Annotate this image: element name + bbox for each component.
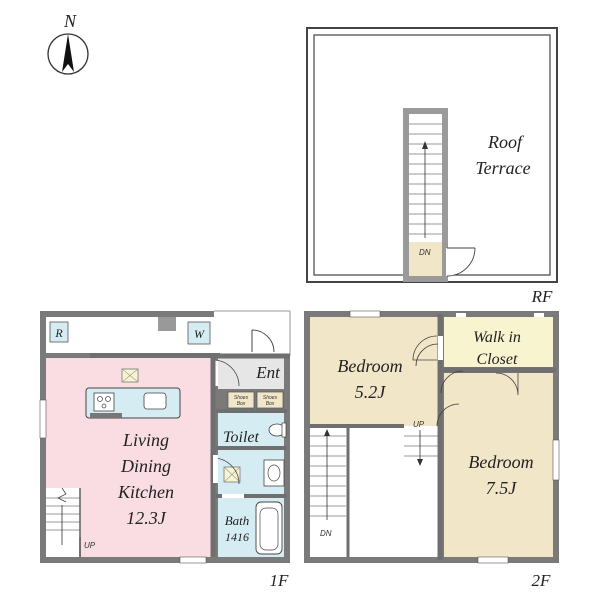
bathtub-icon [255, 501, 283, 555]
second-floor-stair-down: DN [320, 529, 332, 538]
range-hood [90, 413, 122, 418]
shoe-box-1-line1: Shoes [234, 395, 249, 401]
ldk-label-line1: Living [122, 430, 169, 450]
ldk-door-swing [212, 359, 240, 387]
bedroom-2-window-south [477, 556, 509, 564]
bedroom-2 [444, 373, 553, 557]
first-floor-plan: R W UP Liv [39, 310, 291, 564]
shoe-box-1 [227, 391, 255, 409]
washer-space [187, 321, 211, 345]
closet-label-line2: Closet [477, 351, 518, 368]
bedroom-1-window [349, 310, 381, 318]
bedroom-2-door-swing [495, 372, 519, 396]
washer-mark: W [194, 327, 205, 341]
toilet-label: Toilet [223, 429, 259, 446]
entrance-door-swing [251, 329, 275, 353]
roof-terrace-label-line2: Terrace [475, 158, 530, 178]
roof-floor-plan: DN Roof Terrace [306, 27, 558, 283]
compass-arrow-icon [62, 34, 74, 72]
bedroom-2-size: 7.5J [486, 478, 518, 498]
shoe-box-2-line1: Shoes [263, 395, 278, 401]
first-floor-label: 1F [270, 571, 290, 590]
roof-stair-landing [409, 242, 442, 276]
bath-label-line1: Bath [225, 513, 250, 528]
kitchen-sink-icon [143, 392, 167, 410]
first-floor-stair-marker: UP [84, 541, 96, 550]
bedroom-2-name: Bedroom [468, 452, 533, 472]
ldk-window-south [179, 556, 207, 564]
entrance-label: Ent [255, 363, 281, 382]
first-floor-stair [46, 488, 80, 557]
second-floor-label: 2F [532, 571, 552, 590]
roof-stair-treads [409, 114, 442, 242]
compass: N [47, 11, 89, 75]
roof-stair-arrow-icon [422, 141, 428, 149]
second-floor-plan: Bedroom 5.2J Walk in Closet Bedroom 7.5J… [304, 310, 560, 564]
first-floor-storage-strip [46, 317, 214, 353]
shoe-box-2 [256, 391, 284, 409]
closet-door-swing [412, 335, 438, 361]
roof-door-swing [446, 247, 476, 277]
second-floor-stair [310, 426, 348, 557]
bath-label-line2: 1416 [225, 530, 249, 544]
walk-in-closet [444, 317, 553, 367]
shoe-box-2-line2: Box [266, 401, 275, 407]
refrigerator-mark: R [54, 326, 63, 340]
bedroom-1-size: 5.2J [355, 382, 387, 402]
compass-north-letter: N [63, 11, 77, 31]
roof-floor-label: RF [531, 287, 553, 306]
roof-door-opening[interactable] [446, 248, 454, 276]
ldk-size: 12.3J [126, 508, 167, 528]
ldk-label-line2: Dining [120, 456, 171, 476]
refrigerator-space [49, 321, 69, 343]
ldk-label-line3: Kitchen [117, 482, 174, 502]
closet-label-line1: Walk in [473, 329, 521, 346]
bedroom-1 [310, 317, 438, 426]
ldk-window-west [39, 399, 47, 439]
wash-basin-icon [263, 459, 285, 487]
bedroom-door-swing [436, 403, 460, 427]
roof-stair-marker: DN [419, 248, 431, 257]
roof-terrace-label-line1: Roof [487, 132, 525, 152]
shoe-box-1-line2: Box [237, 401, 246, 407]
bedroom-1-name: Bedroom [337, 356, 402, 376]
stove-icon [93, 392, 115, 412]
entrance-area [218, 356, 284, 389]
column-pillar [158, 317, 176, 331]
second-floor-stair-up: UP [413, 420, 425, 429]
bedroom-2-window-east [552, 439, 560, 481]
